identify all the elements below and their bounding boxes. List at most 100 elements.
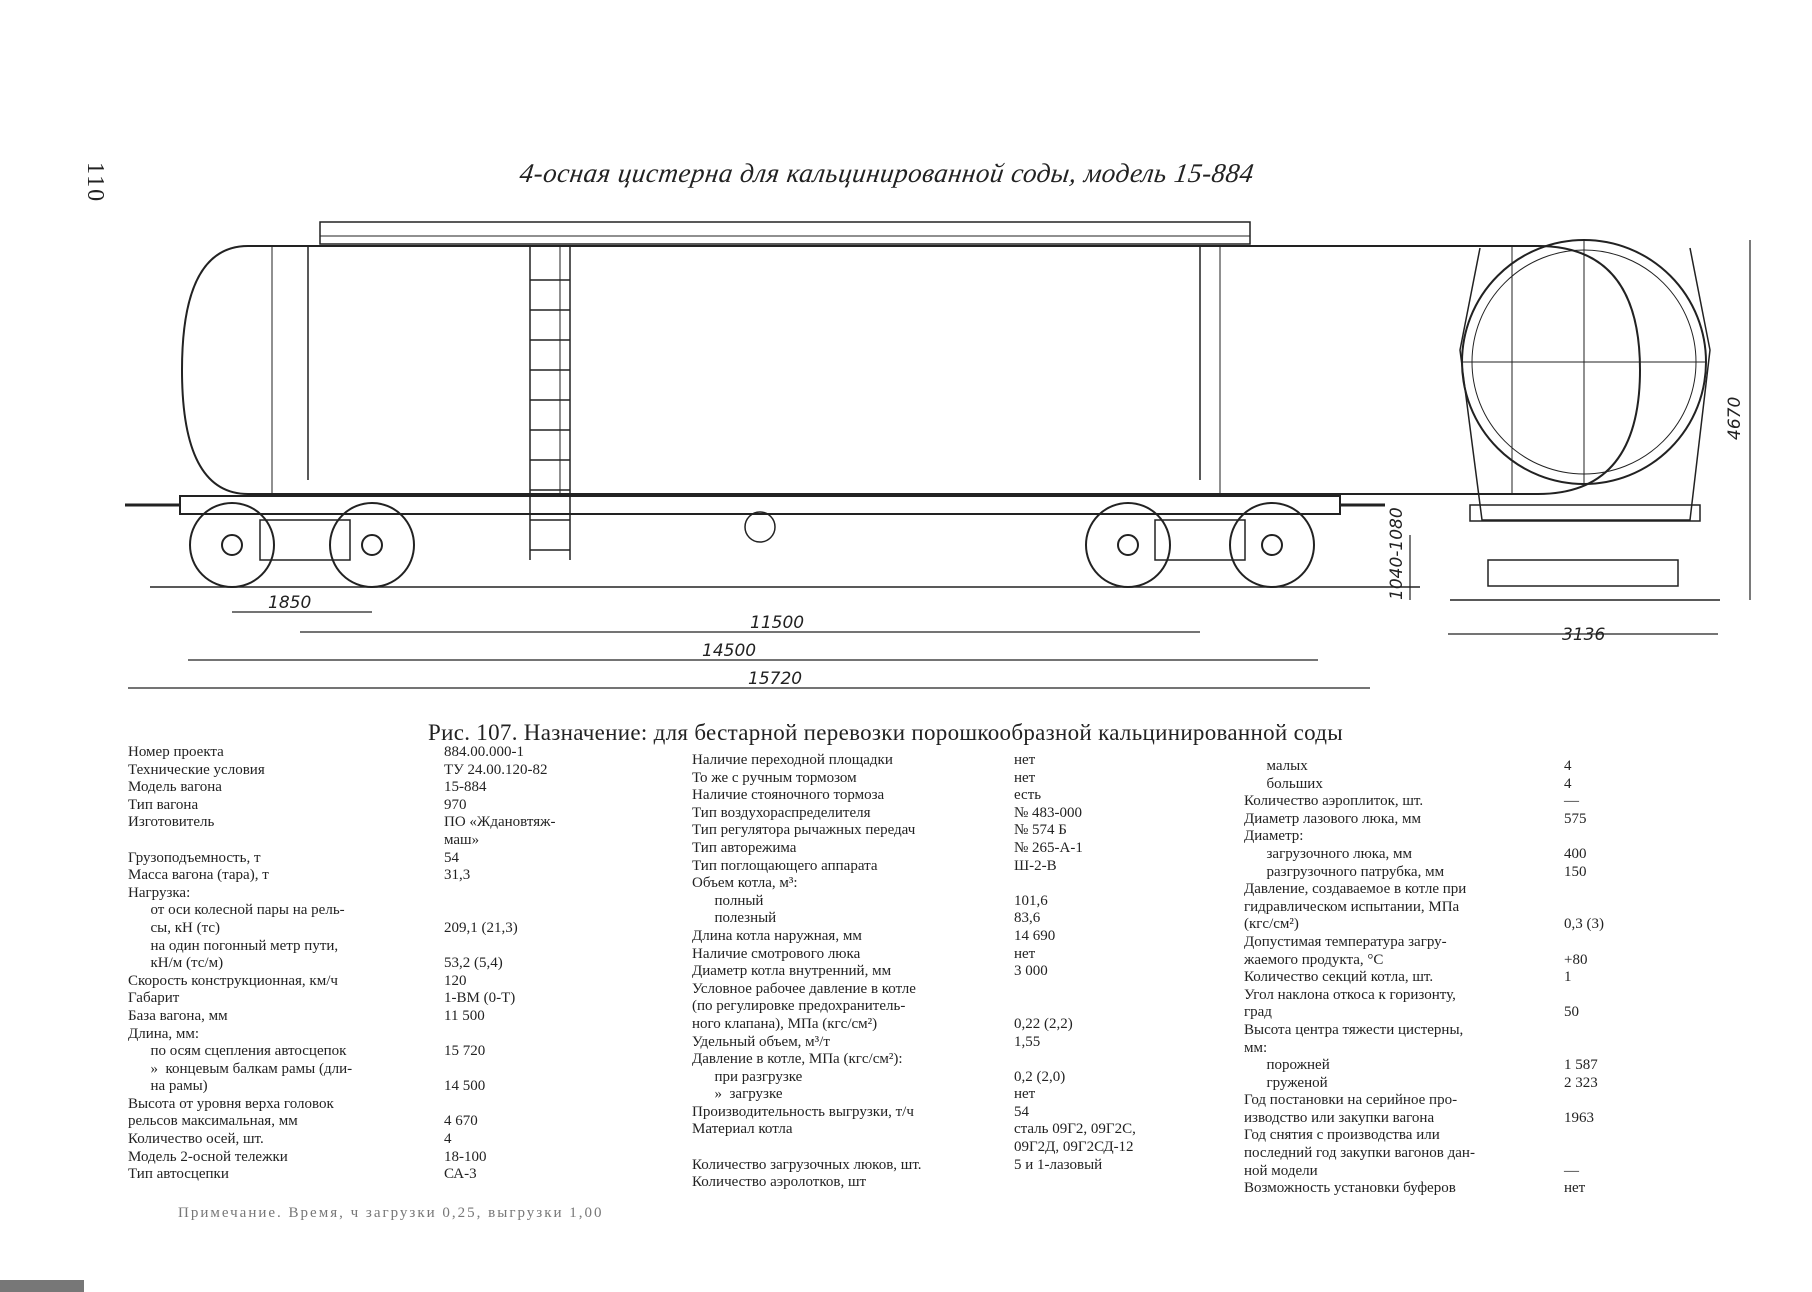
spec-label: Давление в котле, МПа (кгс/см²):	[692, 1051, 903, 1068]
spec-label: Масса вагона (тара), т	[128, 867, 269, 884]
spec-label: Скорость конструкционная, км/ч	[128, 972, 338, 989]
spec-value: 50	[1564, 1004, 1579, 1021]
spec-value: 54	[1014, 1103, 1029, 1120]
footnote: Примечание. Время, ч загрузки 0,25, выгр…	[178, 1205, 604, 1221]
spec-row: на один погонный метр пути,	[128, 938, 558, 956]
spec-row: маш»	[128, 832, 558, 850]
spec-value: 14 500	[444, 1078, 486, 1095]
spec-value: +80	[1564, 951, 1588, 968]
spec-value: 4	[1564, 758, 1572, 774]
spec-value: 53,2 (5,4)	[444, 955, 503, 972]
spec-value: 4	[444, 1131, 452, 1148]
dim-coupler-height: 1040-1080	[1387, 507, 1407, 600]
spec-row: Объем котла, м³:	[692, 875, 1232, 893]
spec-value: маш»	[444, 831, 480, 848]
spec-row: ного клапана), МПа (кгс/см²) 0,22 (2,2)	[692, 1016, 1232, 1034]
spec-label: Тип автосцепки	[128, 1166, 229, 1183]
spec-label: ной модели	[1244, 1162, 1318, 1179]
spec-label: по осям сцепления автосцепок	[128, 1043, 347, 1060]
spec-label: жаемого продукта, °С	[1244, 951, 1384, 968]
spec-row: 09Г2Д, 09Г2СД-12	[692, 1139, 1232, 1157]
spec-value: есть	[1014, 787, 1042, 804]
spec-value: 0,3 (3)	[1564, 916, 1604, 933]
spec-value: нет	[1564, 1180, 1586, 1197]
scan-edge	[0, 1280, 84, 1292]
spec-label: (по регулировке предохранитель-	[692, 998, 906, 1015]
spec-value: 1	[1564, 969, 1572, 986]
spec-label: Наличие стояночного тормоза	[692, 787, 885, 804]
dimension-lines	[128, 240, 1751, 689]
spec-label: от оси колесной пары на рель-	[128, 902, 345, 919]
spec-label: ного клапана), МПа (кгс/см²)	[692, 1015, 878, 1032]
spec-row: полезный 83,6	[692, 910, 1232, 928]
spec-label: больших	[1244, 775, 1323, 792]
spec-label: Возможность установки буферов	[1244, 1180, 1456, 1197]
spec-value: 14 690	[1014, 927, 1056, 944]
dim-coupler-axis: 14500	[702, 641, 756, 661]
spec-row: на рамы)14 500	[128, 1078, 558, 1096]
spec-value: ТУ 24.00.120-82	[444, 761, 548, 778]
spec-row: Угол наклона откоса к горизонту,	[1244, 987, 1674, 1005]
spec-value: 15 720	[444, 1043, 486, 1060]
spec-label: рельсов максимальная, мм	[128, 1113, 298, 1130]
spec-label: Высота от уровня верха головок	[128, 1095, 334, 1112]
spec-label: Технические условия	[128, 761, 265, 778]
spec-value: 1-ВМ (0-Т)	[444, 990, 516, 1007]
spec-row: от оси колесной пары на рель-	[128, 902, 558, 920]
spec-label: полезный	[692, 910, 777, 927]
spec-label: Высота центра тяжести цистерны,	[1244, 1021, 1464, 1038]
spec-row: мм:	[1244, 1040, 1674, 1058]
spec-label: » концевым балкам рамы (дли-	[128, 1060, 353, 1077]
spec-label: Объем котла, м³:	[692, 875, 798, 892]
spec-row: жаемого продукта, °С +80	[1244, 952, 1674, 970]
figure-caption: Рис. 107. Назначение: для бестарной пере…	[428, 720, 1343, 745]
spec-value: 0,22 (2,2)	[1014, 1015, 1073, 1032]
spec-label: Условное рабочее давление в котле	[692, 980, 916, 997]
spec-label: малых	[1244, 758, 1308, 774]
spec-label: кН/м (тс/м)	[128, 955, 224, 972]
spec-value: —	[1564, 1162, 1579, 1179]
spec-row: Давление в котле, МПа (кгс/см²):	[692, 1051, 1232, 1069]
spec-label: Номер проекта	[128, 744, 224, 760]
spec-value: 120	[444, 972, 467, 989]
spec-row: гидравлическом испытании, МПа	[1244, 899, 1674, 917]
spec-value: 4 670	[444, 1113, 478, 1130]
spec-value: 83,6	[1014, 910, 1041, 927]
spec-value: 54	[444, 849, 459, 866]
spec-label: » загрузке	[692, 1086, 783, 1103]
spec-value: 970	[444, 796, 467, 813]
spec-label: сы, кН (тс)	[128, 919, 221, 936]
spec-label: Количество загрузочных люков, шт.	[692, 1156, 922, 1173]
dim-base: 11500	[750, 613, 804, 633]
spec-row: Наличие стояночного тормоза есть	[692, 787, 1232, 805]
spec-label: Материал котла	[692, 1121, 793, 1138]
spec-label: Количество аэроплиток, шт.	[1244, 793, 1424, 810]
spec-label: Тип авторежима	[692, 839, 797, 856]
spec-row: Длина, мм:	[128, 1026, 558, 1044]
spec-row: Высота центра тяжести цистерны,	[1244, 1022, 1674, 1040]
spec-row: (по регулировке предохранитель-	[692, 998, 1232, 1016]
spec-label: загрузочного люка, мм	[1244, 845, 1412, 862]
spec-value: 209,1 (21,3)	[444, 919, 518, 936]
spec-label: Диаметр:	[1244, 828, 1304, 845]
spec-label: Количество осей, шт.	[128, 1131, 264, 1148]
spec-label: Допустимая температура загру-	[1244, 933, 1447, 950]
spec-label: Тип поглощающего аппарата	[692, 857, 878, 874]
spec-label: Удельный объем, м³/т	[692, 1033, 830, 1050]
spec-label: на один погонный метр пути,	[128, 937, 339, 954]
spec-label: Тип воздухораспределителя	[692, 804, 871, 821]
spec-label: Количество аэролотков, шт	[692, 1174, 867, 1191]
